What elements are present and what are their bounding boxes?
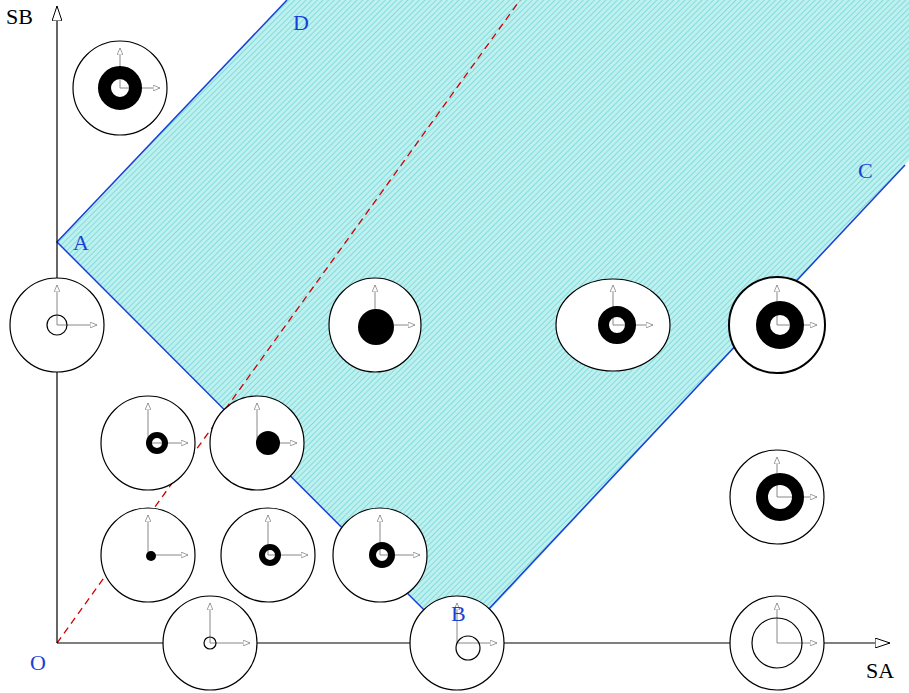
axis-label: SB <box>6 6 33 28</box>
point-label: C <box>858 160 873 182</box>
point-label: A <box>73 232 89 254</box>
origin-label: O <box>30 652 46 674</box>
point-label: B <box>451 603 466 625</box>
point-label: D <box>293 12 309 34</box>
axis-label: SA <box>866 660 894 682</box>
